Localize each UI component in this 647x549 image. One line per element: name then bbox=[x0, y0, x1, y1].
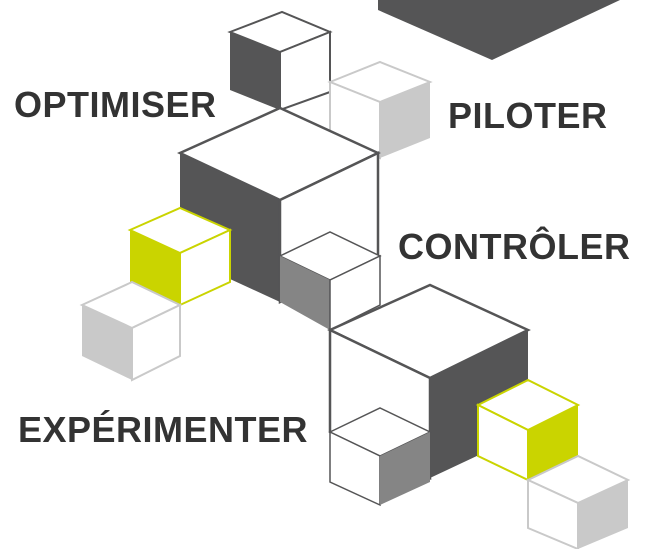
label-optimiser: OPTIMISER bbox=[14, 84, 217, 125]
small-dark-cube bbox=[227, 10, 333, 112]
label-piloter: PILOTER bbox=[448, 95, 608, 136]
label-controler: CONTRÔLER bbox=[398, 226, 631, 267]
light-cube-bottom-left bbox=[79, 280, 183, 382]
inner-grey-cube bbox=[278, 231, 382, 332]
label-experimenter: EXPÉRIMENTER bbox=[18, 409, 309, 450]
light-cube-top bbox=[327, 60, 433, 160]
top-banner-shape bbox=[378, 0, 620, 60]
inner-small-cube-lower bbox=[328, 407, 432, 507]
light-cube-bottom-right bbox=[525, 454, 631, 549]
